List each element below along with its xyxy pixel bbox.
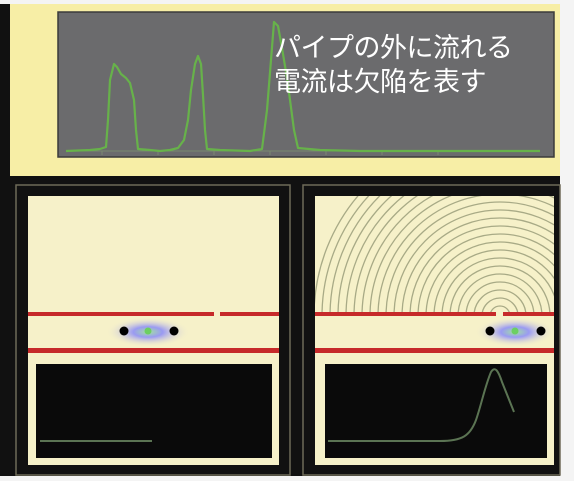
caption: パイプの外に流れる 電流は欠陥を表す [274,32,544,100]
pipe-wall-bottom [28,348,279,353]
pipe-wall-top-right [503,312,554,316]
probe-coil-right [169,326,179,336]
pipe-wall-bottom [315,348,554,353]
scene-defect-section [302,184,561,476]
caption-line-1: パイプの外に流れる [274,33,513,64]
scene-frame [15,184,291,476]
right-edge [560,0,574,481]
pipe-wall-top-right [220,312,279,316]
signal-display-screen [57,11,555,158]
scope-screen [36,364,272,458]
probe-center [511,327,519,335]
probe-coil-left [119,326,129,336]
pipe-wall-top-left [315,312,496,316]
probe-coil-right [536,326,546,336]
pipe-exterior-area [28,196,279,312]
defect-signal-trace [65,20,540,153]
scope-peak-trace [328,368,515,442]
scene-frame [302,184,561,476]
eddy-current-rings [315,196,554,312]
scene-intact-section [15,184,291,476]
probe-center [144,327,152,335]
probe-coil-left [485,326,495,336]
top-edge [0,0,574,4]
bottom-edge [0,476,574,481]
scope-screen [325,364,547,458]
pipe-wall-top-left [28,312,214,316]
caption-line-2: 電流は欠陥を表す [274,67,487,98]
